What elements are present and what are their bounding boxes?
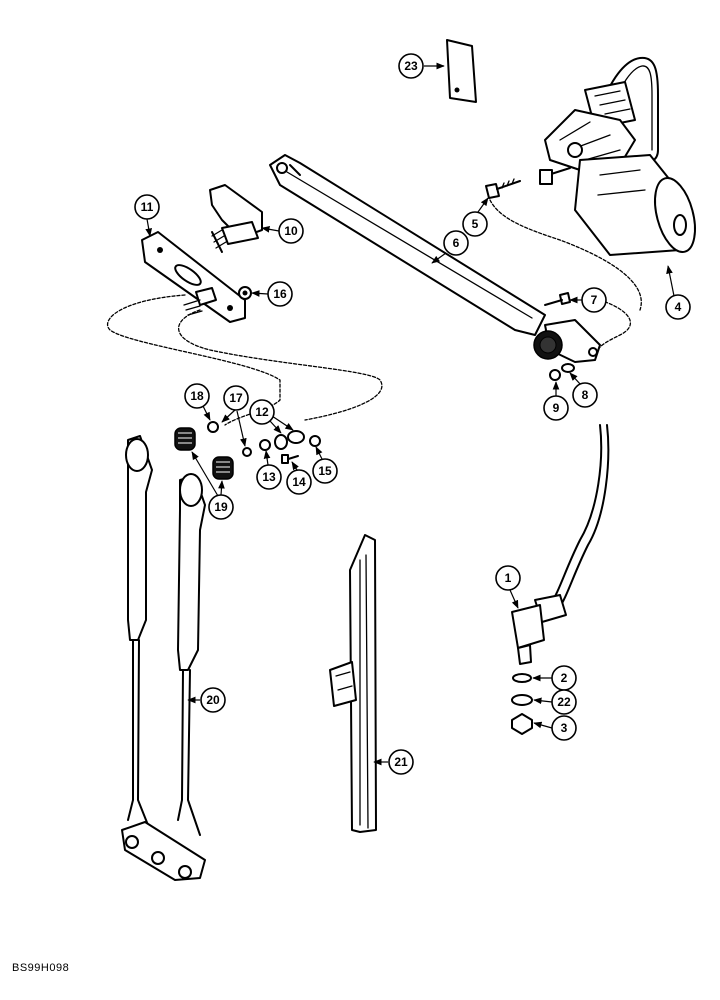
- svg-text:9: 9: [553, 401, 560, 415]
- svg-text:1: 1: [505, 571, 512, 585]
- svg-text:13: 13: [262, 470, 276, 484]
- svg-text:21: 21: [394, 755, 408, 769]
- nut-16: [238, 286, 252, 300]
- callout-15: 15: [312, 458, 338, 484]
- grommets: [174, 427, 234, 480]
- wiper-arms: [121, 435, 206, 881]
- wiper-blade: [329, 534, 377, 833]
- callout-3: 3: [551, 715, 577, 741]
- callouts: 23 5 11 10 6 4 16 7 8 9 18 17: [134, 53, 691, 775]
- callout-9: 9: [543, 395, 569, 421]
- svg-text:20: 20: [206, 693, 220, 707]
- svg-text:8: 8: [582, 388, 589, 402]
- svg-text:4: 4: [675, 300, 682, 314]
- callout-16: 16: [267, 281, 293, 307]
- drawing-reference: BS99H098: [12, 962, 70, 974]
- callout-22: 22: [551, 689, 577, 715]
- callout-1: 1: [495, 565, 521, 591]
- callout-17: 17: [223, 385, 249, 411]
- svg-text:22: 22: [557, 695, 571, 709]
- callout-4: 4: [665, 294, 691, 320]
- callout-14: 14: [286, 469, 312, 495]
- washer-switch: [511, 424, 610, 735]
- svg-text:15: 15: [318, 464, 332, 478]
- svg-text:7: 7: [591, 293, 598, 307]
- svg-text:19: 19: [214, 500, 228, 514]
- pivot-bearing: [533, 319, 601, 363]
- callout-23: 23: [398, 53, 424, 79]
- callout-19: 19: [208, 494, 234, 520]
- svg-text:17: 17: [229, 391, 243, 405]
- callout-10: 10: [278, 218, 304, 244]
- nut-washer-small: [549, 363, 575, 381]
- callout-7: 7: [581, 287, 607, 313]
- callout-12: 12: [249, 399, 275, 425]
- callout-18: 18: [184, 383, 210, 409]
- link-arm: [269, 154, 546, 336]
- callout-11: 11: [134, 194, 160, 220]
- svg-text:14: 14: [292, 475, 306, 489]
- svg-text:2: 2: [561, 671, 568, 685]
- svg-text:23: 23: [404, 59, 418, 73]
- callout-6: 6: [443, 230, 469, 256]
- svg-text:3: 3: [561, 721, 568, 735]
- callout-8: 8: [572, 382, 598, 408]
- svg-text:5: 5: [472, 217, 479, 231]
- bolt-7: [544, 292, 571, 306]
- left-pivot-lever: [141, 184, 263, 323]
- svg-text:6: 6: [453, 236, 460, 250]
- small-hardware: [207, 421, 321, 464]
- svg-text:10: 10: [284, 224, 298, 238]
- bolt-5: [485, 178, 521, 199]
- svg-text:16: 16: [273, 287, 287, 301]
- wiper-motor: [539, 56, 696, 256]
- svg-text:11: 11: [141, 200, 154, 214]
- cover-plate: [446, 39, 477, 103]
- callout-21: 21: [388, 749, 414, 775]
- svg-text:12: 12: [255, 405, 269, 419]
- callout-13: 13: [256, 464, 282, 490]
- svg-text:18: 18: [190, 389, 204, 403]
- callout-2: 2: [551, 665, 577, 691]
- callout-20: 20: [200, 687, 226, 713]
- callout-5: 5: [462, 211, 488, 237]
